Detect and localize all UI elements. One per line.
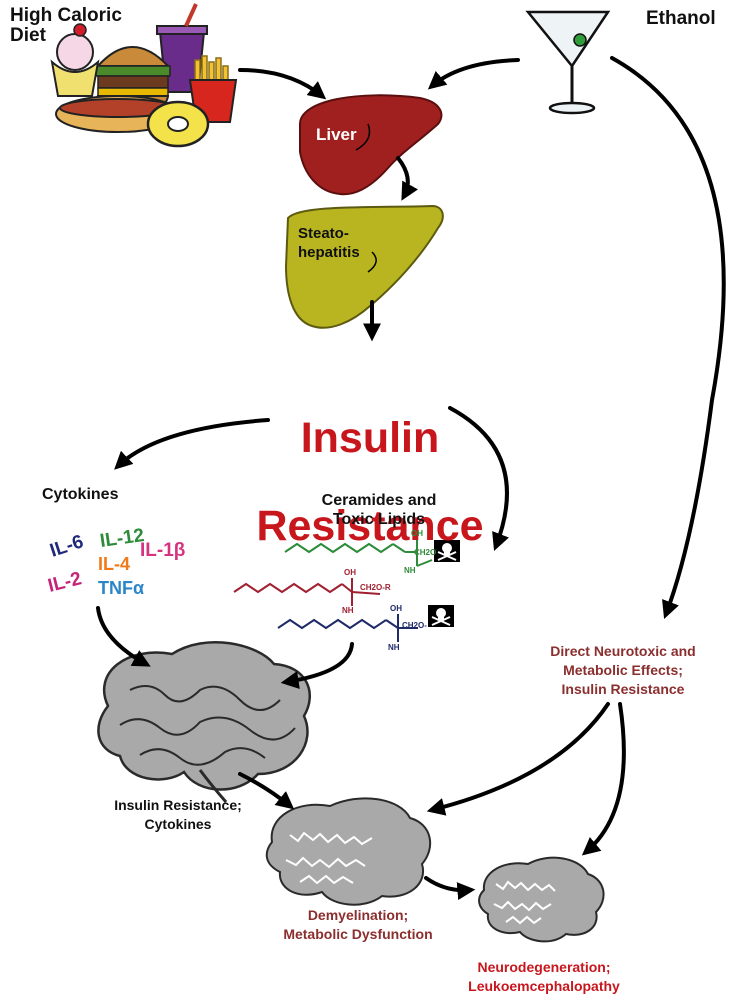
fast-food-illustration — [50, 3, 238, 148]
cytokines-label: Cytokines — [42, 486, 119, 503]
lipid-nh-2: NH — [342, 606, 354, 615]
lipid-nh-1: NH — [404, 566, 416, 575]
cytokine-il1b: IL-1β — [140, 540, 186, 561]
ethanol-label: Ethanol — [646, 8, 716, 29]
lipid-ch2o-3: CH2O- — [402, 621, 427, 630]
insulin-resistance-title: Insulin Resistance — [200, 372, 540, 592]
title-line-1: Insulin — [300, 414, 440, 462]
brain2-caption: Demyelination; Metabolic Dysfunction — [283, 907, 433, 942]
arrow-liver-to-steato — [396, 156, 418, 201]
arrow-brain1-to-brain2 — [238, 772, 295, 810]
brain1-caption: Insulin Resistance; Cytokines — [114, 797, 242, 832]
arrow-diet-to-liver — [238, 68, 327, 100]
lipid-oh-2: OH — [344, 568, 356, 577]
arrow-cytokines-to-brain — [96, 606, 151, 667]
lipid-oh-1: OH — [411, 529, 423, 538]
lipid-structure-blue — [277, 614, 418, 642]
lipid-ch2o-1: CH2O — [414, 548, 437, 557]
martini-glass-icon — [525, 10, 611, 115]
direct-effects-caption: Direct Neurotoxic and Metabolic Effects;… — [550, 643, 696, 697]
ceramides-label: Ceramides and Toxic Lipids — [321, 492, 437, 528]
cytokine-il4: IL-4 — [98, 554, 131, 574]
lipid-nh-3: NH — [388, 643, 400, 652]
steatohepatitis-label: Steato- hepatitis — [298, 225, 360, 261]
skull-crossbones-icon — [428, 605, 454, 627]
liver-shape — [299, 94, 443, 196]
lipid-oh-3: OH — [390, 604, 402, 613]
arrow-direct-to-brain3 — [581, 702, 626, 856]
brain-small-icon — [478, 856, 605, 943]
liver-label: Liver — [316, 125, 357, 144]
cytokine-tnfa: TNFα — [98, 578, 145, 598]
steatohepatitis-shape — [284, 204, 444, 329]
arrow-brain2-to-brain3 — [424, 876, 476, 901]
title-line-2: Resistance — [256, 502, 484, 550]
diet-label: High Caloric Diet — [10, 5, 122, 46]
brain3-caption: Neurodegeneration; Leukoemcephalopathy — [468, 959, 620, 994]
arrow-ethanol-to-liver — [427, 58, 520, 90]
arrow-ethanol-to-direct — [610, 56, 726, 620]
arrow-direct-to-brain2 — [426, 702, 610, 816]
lipid-structure-green — [284, 540, 433, 567]
arrow-insulin-to-ceramides — [448, 406, 509, 552]
brain-large-icon — [97, 640, 311, 803]
brain-medium-icon — [265, 797, 432, 906]
arrow-lipids-to-brain — [280, 642, 354, 689]
lipid-structure-red — [233, 578, 381, 606]
lipid-ch2or: CH2O-R — [360, 583, 391, 592]
arrow-insulin-to-cytokines — [114, 418, 270, 470]
skull-crossbones-icon — [434, 540, 460, 562]
